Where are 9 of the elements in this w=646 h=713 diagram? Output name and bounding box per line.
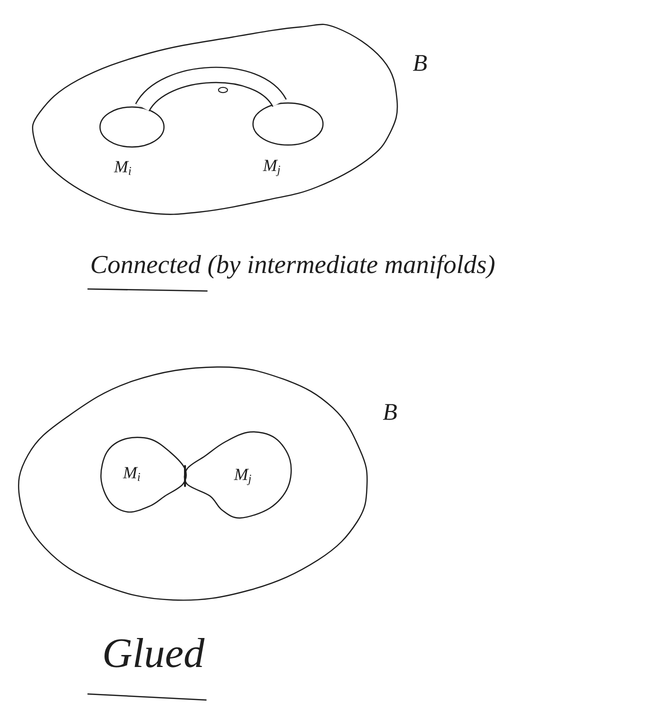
- manifold-blob: M$_{j}$: [184, 431, 292, 519]
- connecting-tube: [136, 66, 286, 112]
- region-label: B: [382, 404, 397, 420]
- caption: Connected (by intermediate manifolds): [92, 254, 494, 279]
- region-label: B: [412, 55, 427, 71]
- manifold-label: M$_{j}$: [262, 160, 280, 176]
- manifold-label: M$_{i}$: [114, 161, 132, 175]
- caption: Glued: [104, 638, 205, 668]
- manifold-blob: M$_{i}$: [100, 436, 187, 513]
